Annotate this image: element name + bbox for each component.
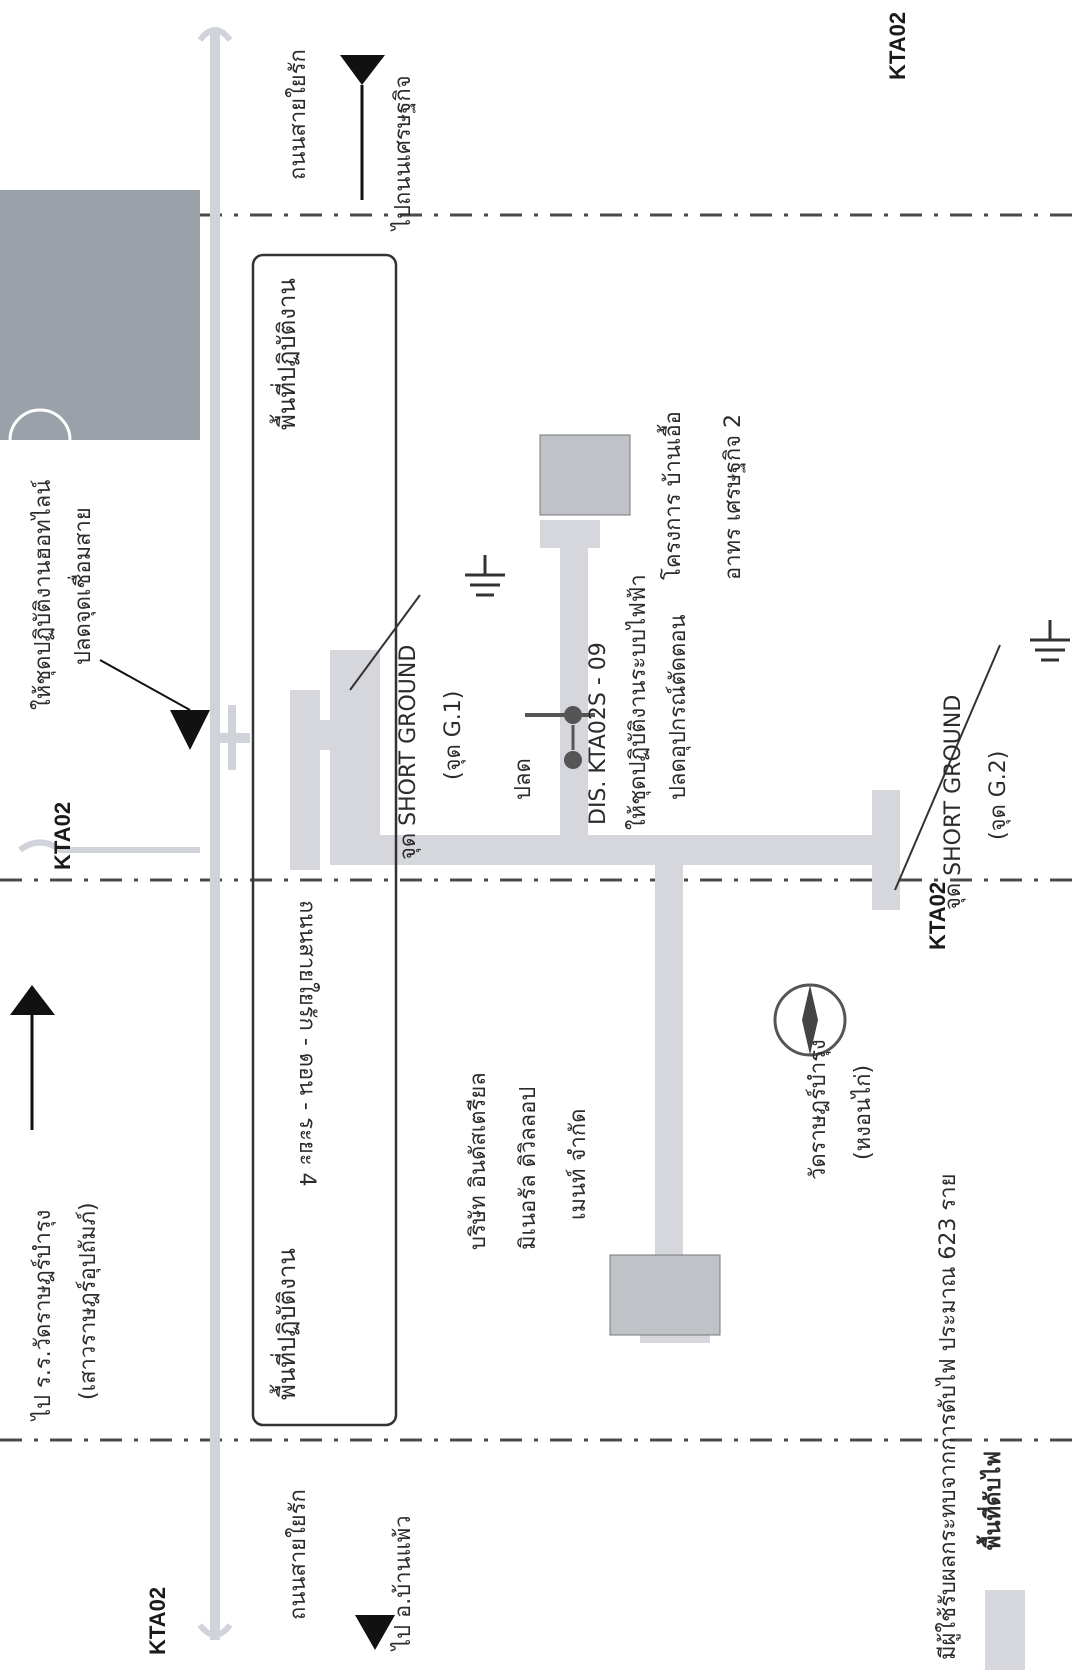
feeder-end-top <box>197 27 233 42</box>
switch-name: DIS. KTA02S - 09 <box>586 642 611 825</box>
company-line-2: มิเนอรัล ดิวิลลอป <box>516 1087 541 1250</box>
feeder-label-3: KTA02 <box>925 882 950 950</box>
road-saiyairak-top: ถนนสายใยรัก <box>285 49 311 180</box>
feeder-label-2: KTA02 <box>50 802 75 870</box>
temple-line-1: วัดราษฎร์บำรุง <box>806 1039 831 1180</box>
site-photo-marker <box>8 408 72 472</box>
short-ground-1-point: (จุด G.1) <box>441 691 466 780</box>
arrow-top-left <box>10 985 55 1130</box>
ground-symbol-2 <box>894 620 1070 891</box>
outage-area <box>290 520 900 1343</box>
warning-triangle <box>99 659 210 750</box>
work-area-box <box>251 253 398 1427</box>
short-ground-2-point: (จุด G.2) <box>986 751 1011 840</box>
project-building-icon <box>539 434 631 516</box>
switch-instruction-1: ให้ชุดปฏิบัติงานระบบไฟฟ้า <box>625 574 651 830</box>
road-to-banphaeo: ไป อ.บ้านแพ้ว <box>390 1515 416 1652</box>
company-line-1: บริษัท อินดัสเตรียล <box>466 1072 491 1250</box>
work-area-label-bottom: พื้นที่ปฏิบัติงาน <box>269 1248 301 1400</box>
arrow-top-right <box>340 55 385 200</box>
switch-state: ปลด <box>511 758 536 800</box>
legend-swatch <box>985 1590 1025 1670</box>
legend-label: พื้นที่ดับไฟ <box>976 1451 1006 1550</box>
road-to-bueng: ไปถนนเศรษฐกิจ <box>390 75 416 232</box>
feeder-label-4: KTA02 <box>145 1587 170 1655</box>
feeder-end-mid <box>18 839 200 853</box>
company-line-3: เมนท์ จำกัด <box>566 1109 591 1220</box>
crew-instruction-2: ปลดจุดเชื่อมสาย <box>67 507 96 665</box>
work-area-label-top: พื้นที่ปฏิบัติงาน <box>269 278 301 430</box>
feeder-label-1: KTA02 <box>885 12 910 80</box>
project-line-1: โครงการ บ้านเอื้อ <box>657 411 686 580</box>
project-line-2: อาทร เศรษฐกิจ 2 <box>721 414 746 580</box>
arrow-bottom <box>355 1615 395 1650</box>
road-saiyairak-bottom: ถนนสายใยรัก <box>285 1489 311 1620</box>
school-line-1: ไป ร.ร.วัดราษฎร์บำรุง <box>30 1210 56 1422</box>
disconnect-switch <box>525 706 595 769</box>
compass-icon <box>773 983 847 1057</box>
site-photo <box>0 190 200 440</box>
ground-symbol-1 <box>349 555 505 691</box>
feeder-end-bottom <box>197 1623 233 1638</box>
school-line-2: (เสาวราษฎร์อุปถัมภ์) <box>76 1202 101 1400</box>
short-ground-1-label: จุด SHORT GROUND <box>396 645 421 860</box>
company-factory-icon <box>609 1254 721 1336</box>
cross-road-label: ถนนสายใยรัก - ดอน - ระยะ 4 <box>294 900 320 1187</box>
switch-instruction-2: ปลดอุปกรณ์ตัดตอน <box>666 614 691 800</box>
crew-instruction-1: ให้ชุดปฏิบัติงานฮอทไลน์ <box>30 479 56 710</box>
short-ground-2-label: จุด SHORT GROUND <box>941 695 966 910</box>
legend-note: มีผู้ใช้รับผลกระทบจากการดับไฟ ประมาณ 623… <box>935 1174 961 1660</box>
temple-line-2: (หงอนไก่) <box>850 1065 876 1160</box>
